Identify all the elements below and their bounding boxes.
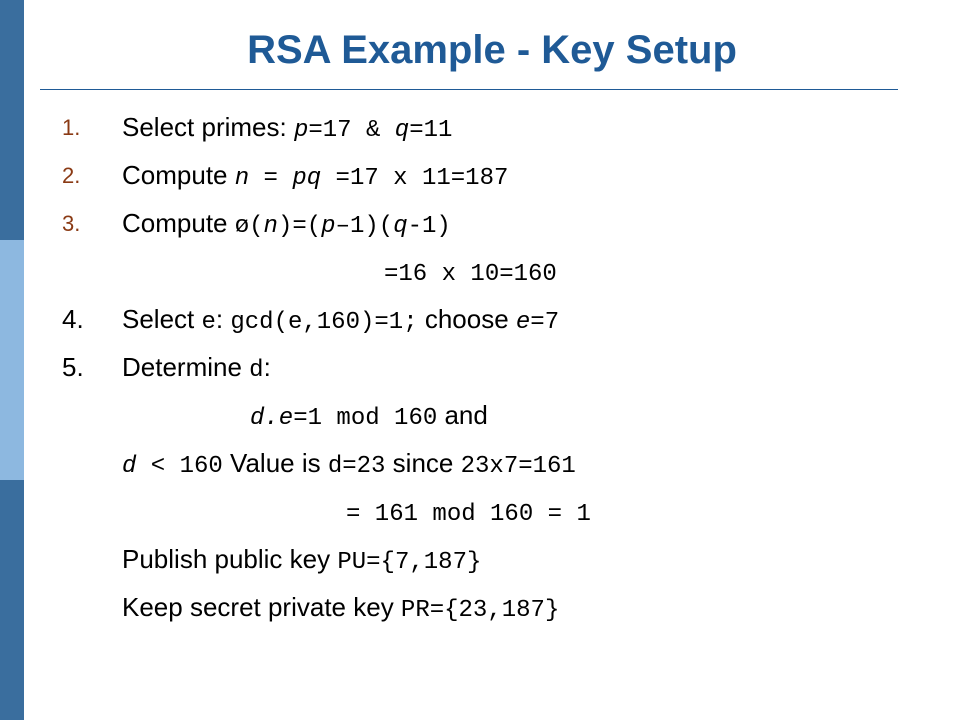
step-5-condition-a: d.e=1 mod 160 and xyxy=(250,400,488,434)
step-1-expr-b: =11 xyxy=(409,117,453,144)
step-1-var-q: q xyxy=(394,117,410,144)
step-4-choose: choose xyxy=(417,304,516,334)
step-4-colon: : xyxy=(215,304,231,334)
slide-title: RSA Example - Key Setup xyxy=(247,28,737,72)
step-1: Select primes: p=17 & q=11 xyxy=(122,112,452,146)
step-3-expr-a: )=( xyxy=(277,213,322,240)
step-2-var-n: n = pq xyxy=(234,165,322,192)
step-5-bound: < 160 xyxy=(136,453,223,480)
step-3-var-p: p xyxy=(321,213,336,240)
step-5-var-d: d xyxy=(249,357,264,384)
step-4-value: =7 xyxy=(530,309,560,336)
step-3-var-n: n xyxy=(263,213,278,240)
title-divider xyxy=(40,89,898,90)
step-2-expr: =17 x 11=187 xyxy=(321,165,509,192)
step-3-expr-c: -1) xyxy=(407,213,451,240)
sidebar-block-top xyxy=(0,0,24,240)
private-key: PR={23,187} xyxy=(400,597,560,624)
publish-label: Publish public key xyxy=(122,544,338,574)
step-5-colon: : xyxy=(263,352,271,382)
private-key-label: Keep secret private key xyxy=(122,592,401,622)
step-3-label: Compute xyxy=(122,208,235,238)
sidebar xyxy=(0,0,24,720)
step-1-var-p: p xyxy=(293,117,309,144)
step-4-gcd: gcd(e,160)=1; xyxy=(230,309,418,336)
step-5-since: since xyxy=(385,448,461,478)
step-5-d-value: d=23 xyxy=(327,453,386,480)
step-5-and: and xyxy=(437,400,488,430)
step-number-3: 3. xyxy=(62,211,81,236)
step-5-continuation: = 161 mod 160 = 1 xyxy=(346,496,591,530)
step-4-var-e-choice: e xyxy=(515,309,531,336)
step-5-var-d-bound: d xyxy=(122,453,137,480)
step-3-result: =16 x 10=160 xyxy=(384,261,557,288)
step-5-condition-b: d < 160 Value is d=23 since 23x7=161 xyxy=(122,448,576,482)
step-5: Determine d: xyxy=(122,352,271,386)
step-3-var-q: q xyxy=(393,213,408,240)
step-number-5: 5. xyxy=(62,352,84,382)
step-1-label: Select primes: xyxy=(122,112,294,142)
step-1-expr-a: =17 & xyxy=(308,117,395,144)
step-2-label: Compute xyxy=(122,160,235,190)
step-4: Select e: gcd(e,160)=1; choose e=7 xyxy=(122,304,559,338)
step-3: Compute ø(n)=(p–1)(q-1) xyxy=(122,208,451,242)
step-number-1: 1. xyxy=(62,115,81,140)
step-number-2: 2. xyxy=(62,163,81,188)
step-4-var-e: e xyxy=(201,309,216,336)
step-3-phi: ø( xyxy=(234,213,264,240)
publish-line: Publish public key PU={7,187} xyxy=(122,544,481,578)
sidebar-block-middle xyxy=(0,240,24,480)
private-key-line: Keep secret private key PR={23,187} xyxy=(122,592,559,626)
step-5-product: 23x7=161 xyxy=(460,453,576,480)
public-key: PU={7,187} xyxy=(337,549,482,576)
step-5-var-de: d.e xyxy=(250,405,294,432)
step-4-label: Select xyxy=(122,304,202,334)
step-2: Compute n = pq =17 x 11=187 xyxy=(122,160,508,194)
step-5-value-is: Value is xyxy=(222,448,328,478)
sidebar-block-bottom xyxy=(0,480,24,720)
step-5-mod-expr: =1 mod 160 xyxy=(293,405,438,432)
step-number-4: 4. xyxy=(62,304,84,334)
step-3-expr-b: –1)( xyxy=(335,213,394,240)
step-3-continuation: =16 x 10=160 xyxy=(384,256,557,290)
step-5-mod-result: = 161 mod 160 = 1 xyxy=(346,501,591,528)
step-5-label: Determine xyxy=(122,352,250,382)
